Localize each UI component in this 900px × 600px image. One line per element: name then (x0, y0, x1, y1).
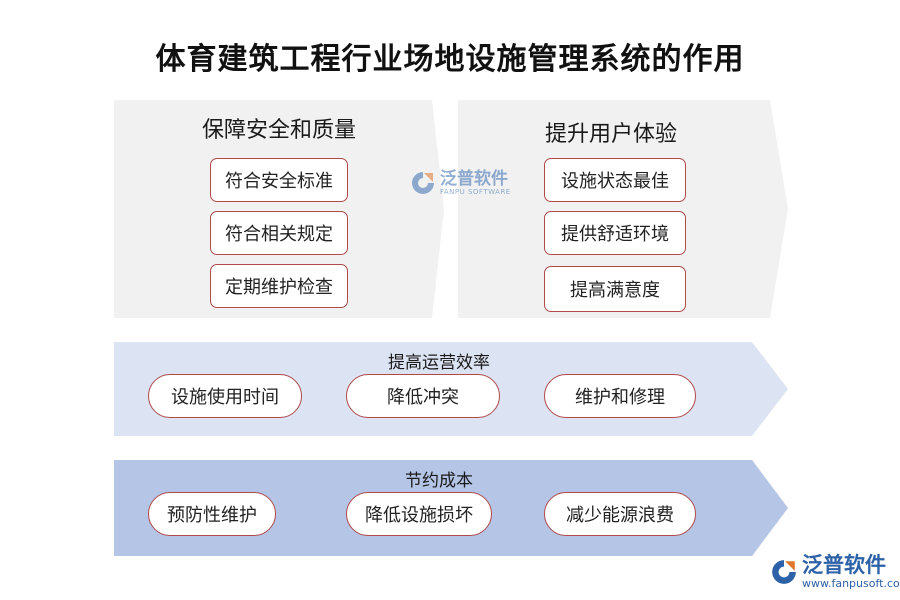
panel-experience-bg (458, 100, 788, 318)
cost-item: 预防性维护 (148, 492, 276, 536)
panel-user-experience: 提升用户体验 设施状态最佳 提供舒适环境 提高满意度 (458, 100, 788, 318)
panel-safety-bg (114, 100, 444, 318)
watermark-name-en: FANPU SOFTWARE (440, 188, 511, 196)
panel-experience-heading: 提升用户体验 (544, 122, 677, 147)
experience-item: 设施状态最佳 (544, 158, 686, 202)
panel-safety-quality: 保障安全和质量 符合安全标准 符合相关规定 定期维护检查 (114, 100, 444, 318)
safety-item: 定期维护检查 (210, 264, 348, 308)
efficiency-item: 设施使用时间 (148, 374, 302, 418)
fanpu-logo-icon (772, 560, 796, 584)
brand-name: 泛普软件 (802, 553, 886, 577)
brand-logo: 泛普软件 www.fanpusoft.com (770, 554, 900, 590)
panel-cost-heading: 节约成本 (405, 471, 473, 491)
page-title: 体育建筑工程行业场地设施管理系统的作用 (155, 42, 745, 77)
watermark-name: 泛普软件 (440, 169, 508, 189)
efficiency-item: 降低冲突 (346, 374, 500, 418)
panel-safety-heading: 保障安全和质量 (201, 118, 356, 143)
efficiency-item: 维护和修理 (544, 374, 696, 418)
experience-item: 提供舒适环境 (544, 211, 686, 255)
fanpu-logo-icon (412, 172, 434, 194)
safety-item: 符合相关规定 (210, 211, 348, 255)
panel-operational-efficiency: 提高运营效率 设施使用时间 降低冲突 维护和修理 (114, 342, 788, 436)
brand-url: www.fanpusoft.com (802, 577, 900, 590)
panel-cost-saving: 节约成本 预防性维护 降低设施损坏 减少能源浪费 (114, 460, 788, 556)
cost-item: 降低设施损坏 (346, 492, 492, 536)
experience-item: 提高满意度 (544, 266, 686, 312)
panel-efficiency-heading: 提高运营效率 (388, 353, 490, 373)
cost-item: 减少能源浪费 (544, 492, 696, 536)
watermark: 泛普软件 FANPU SOFTWARE (410, 170, 511, 196)
safety-item: 符合安全标准 (210, 158, 348, 202)
